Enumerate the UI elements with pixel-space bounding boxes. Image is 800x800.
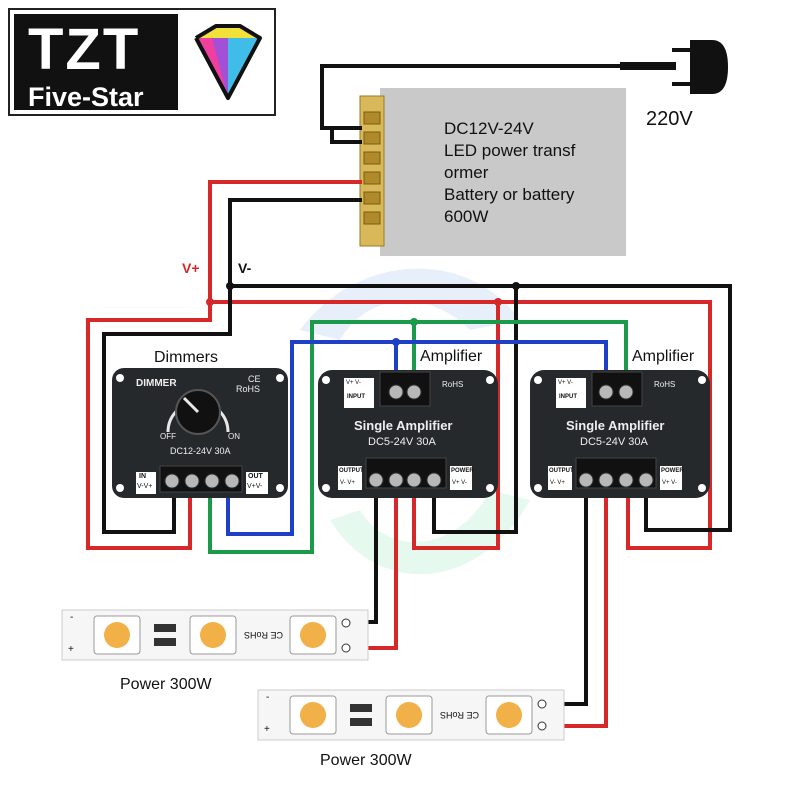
amplifier-1-power-terminals: V+ V-: [452, 480, 467, 486]
psu-line-1: DC12V-24V: [444, 119, 534, 138]
power-supply-label: DC12V-24V LED power transf ormer Battery…: [444, 118, 575, 228]
strip-2-minus: -: [266, 692, 270, 703]
positive-rail-label: V+: [182, 260, 200, 276]
amplifier-1-rohs: RoHS: [442, 380, 464, 389]
amplifier-1-module: [318, 370, 498, 498]
led-strip-2: [257, 689, 565, 741]
amplifier-2-caption: Amplifier: [632, 348, 695, 365]
psu-line-3: ormer: [444, 163, 489, 182]
dimmer-module: [112, 368, 288, 498]
dimmer-on-label: ON: [228, 432, 240, 441]
strip-2-caption: Power 300W: [320, 752, 412, 769]
dimmer-ce-mark: CE: [248, 374, 261, 384]
strip-2-plus: +: [264, 724, 270, 735]
mains-voltage-label: 220V: [646, 108, 693, 130]
amplifier-1-caption: Amplifier: [420, 348, 483, 365]
amplifier-1-output-label: OUTPUT: [339, 468, 364, 474]
amplifier-1-input-terminals: V+ V-: [346, 380, 361, 386]
logo-block: TZT Five-Star: [14, 14, 178, 112]
amplifier-1-input-label: INPUT: [347, 394, 365, 400]
strip-1-plus: +: [68, 644, 74, 655]
negative-rail-label: V-: [238, 260, 252, 276]
diamond-icon: [194, 24, 262, 100]
amplifier-1-output-terminals: V- V+: [340, 480, 355, 486]
psu-line-2: LED power transf: [444, 141, 576, 160]
wire-junctions: [206, 282, 520, 346]
psu-line-4: Battery or battery: [444, 185, 575, 204]
strip-2-mark: CE RoHS: [440, 710, 480, 720]
amplifier-2-rohs: RoHS: [654, 380, 676, 389]
strip-1-caption: Power 300W: [120, 676, 212, 693]
psu-line-5: 600W: [444, 207, 489, 226]
dimmer-rohs-mark: RoHS: [236, 384, 261, 394]
amplifier-2-input-terminals: V+ V-: [558, 380, 573, 386]
brand-name: TZT: [28, 17, 141, 82]
dimmer-in-terminals: V-V+: [137, 483, 153, 490]
strip-1-minus: -: [70, 612, 74, 623]
amplifier-2-output-terminals: V- V+: [550, 480, 565, 486]
amplifier-2-power-label: POWER: [661, 468, 684, 474]
amplifier-1-power-label: POWER: [451, 468, 474, 474]
amplifier-2-rating: DC5-24V 30A: [580, 436, 648, 448]
dimmer-off-label: OFF: [160, 432, 176, 441]
amplifier-2-name: Single Amplifier: [566, 418, 665, 433]
amplifier-1-rating: DC5-24V 30A: [368, 436, 436, 448]
dimmer-out-terminals: V+V-: [247, 483, 263, 490]
dimmer-title: DIMMER: [136, 378, 177, 389]
amplifier-2-power-terminals: V+ V-: [662, 480, 677, 486]
dimmer-out-label: OUT: [248, 473, 263, 480]
amplifier-2-module: [530, 370, 710, 498]
dimmer-in-label: IN: [139, 473, 146, 480]
power-supply: [359, 88, 626, 256]
amplifier-2-input-label: INPUT: [559, 394, 577, 400]
dimmer-caption: Dimmers: [154, 349, 218, 366]
led-strip-1: [61, 609, 369, 661]
brand-logo: TZT Five-Star: [8, 8, 276, 116]
dimmer-rating: DC12-24V 30A: [170, 446, 231, 456]
plug-icon: [620, 40, 728, 94]
amplifier-1-name: Single Amplifier: [354, 418, 453, 433]
brand-tagline: Five-Star: [28, 82, 144, 112]
amplifier-2-output-label: OUTPUT: [549, 468, 574, 474]
strip-1-mark: CE RoHS: [244, 630, 284, 640]
